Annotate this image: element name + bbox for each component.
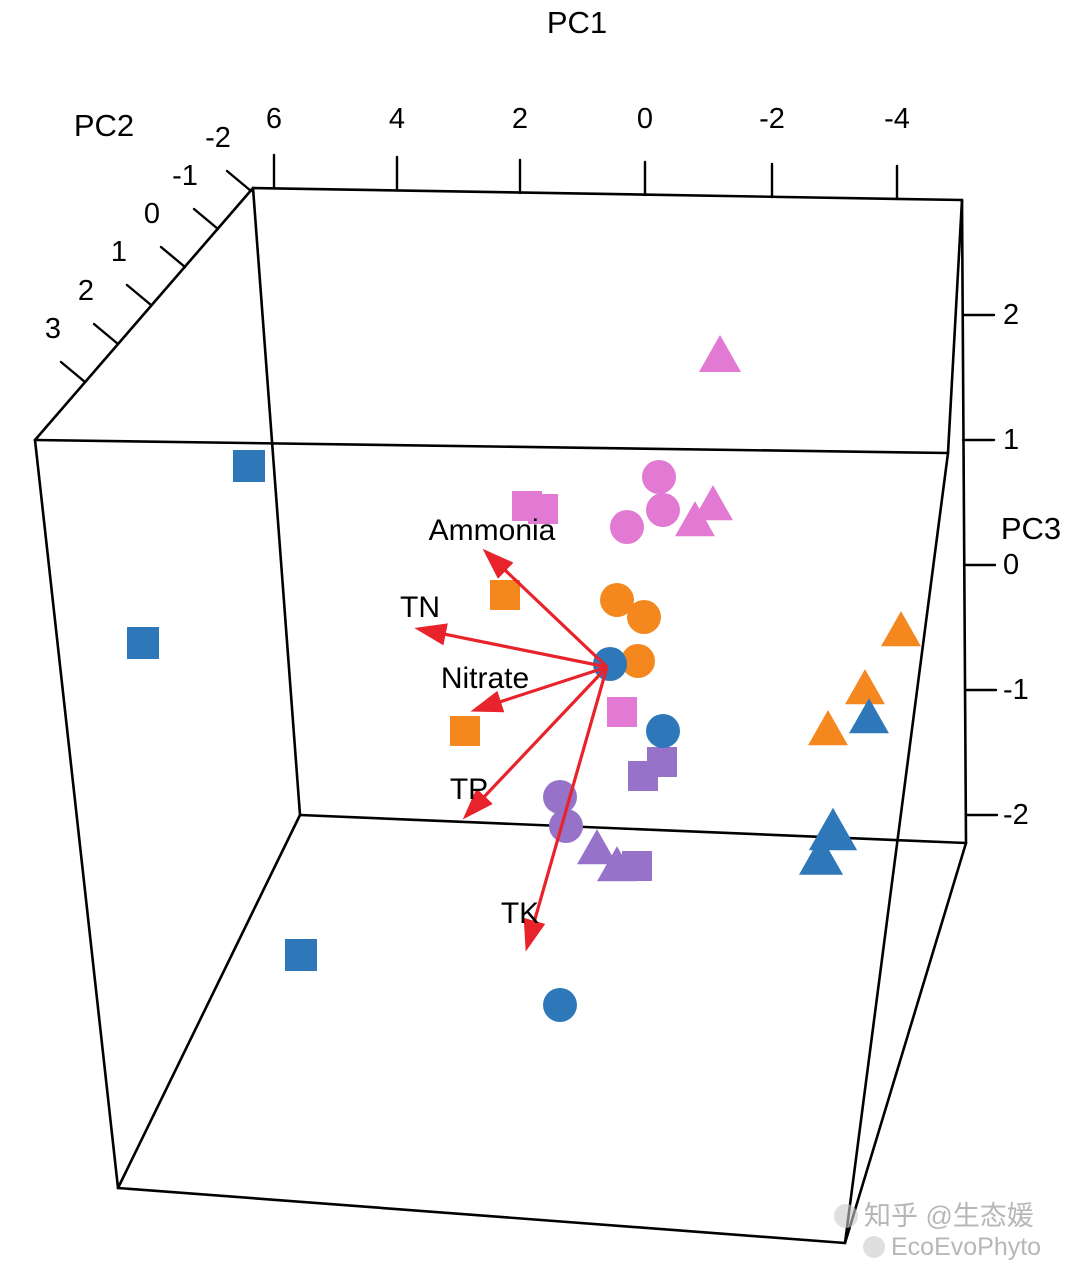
point-orange-circle: [600, 583, 634, 617]
point-orange-triangle: [808, 710, 848, 746]
pc1-tick-label: 2: [512, 103, 528, 135]
loading-arrow-label: Ammonia: [429, 514, 556, 547]
pc1-axis-title: PC1: [547, 5, 607, 40]
point-purple-triangle: [577, 829, 617, 865]
point-pink-circle: [610, 510, 644, 544]
watermark-line1: 知乎 @生态媛: [864, 1201, 1034, 1231]
point-pink-circle: [646, 493, 680, 527]
pc2-tick-label: -2: [205, 122, 231, 154]
box-edge: [960, 198, 968, 845]
point-pink-square: [528, 494, 558, 524]
point-blue-square: [127, 627, 159, 659]
pc1-tick-label: -4: [884, 103, 910, 135]
loading-arrow-tk: [523, 666, 609, 952]
loading-arrow-label: TK: [501, 897, 539, 930]
pc2-axis-title: PC2: [74, 108, 134, 143]
ecoevophyto-icon: [863, 1236, 885, 1258]
point-purple-triangle: [597, 846, 637, 882]
watermark: 知乎 @生态媛 EcoEvoPhyto: [834, 1201, 1041, 1261]
pc1-tick-label: 6: [266, 103, 282, 135]
box-edge: [843, 451, 950, 1245]
point-pink-triangle: [699, 335, 741, 372]
pc1-tick-label: -2: [759, 103, 785, 135]
pc3-tick-label: 1: [1003, 424, 1019, 456]
point-blue-circle: [646, 714, 680, 748]
box-edge: [843, 841, 968, 1245]
box-edge: [33, 438, 950, 455]
box-edge: [33, 438, 120, 1190]
box-edge: [298, 813, 968, 845]
point-orange-triangle: [845, 669, 885, 705]
pc2-tick-mark: [192, 207, 220, 231]
loading-arrow-ammonia: [482, 548, 609, 669]
pc2-tick-mark: [159, 245, 187, 269]
point-orange-circle: [627, 600, 661, 634]
watermark-line2: EcoEvoPhyto: [891, 1233, 1041, 1261]
point-pink-triangle: [675, 501, 715, 537]
point-orange-square: [490, 580, 520, 610]
zhihu-icon: [834, 1204, 858, 1228]
pc3-tick-label: -1: [1003, 674, 1029, 706]
pc3-axis: 2 1 0 -1 -2: [961, 299, 1029, 831]
data-points: [127, 335, 921, 1022]
point-orange-triangle: [881, 611, 921, 647]
point-pink-circle: [642, 460, 676, 494]
box-edge: [33, 186, 255, 442]
loading-arrow-label: TP: [450, 773, 488, 806]
pc1-tick-label: 0: [637, 103, 653, 135]
point-orange-circle: [621, 644, 655, 678]
point-orange-square: [450, 716, 480, 746]
pc2-tick-label: 0: [144, 198, 160, 230]
point-blue-square: [285, 939, 317, 971]
loading-arrow-tn: [414, 623, 608, 669]
point-pink-triangle: [693, 485, 733, 521]
pc2-tick-mark: [225, 169, 253, 193]
box-edge: [251, 186, 302, 817]
point-pink-square: [607, 697, 637, 727]
box-edge: [251, 186, 964, 202]
point-purple-square: [628, 761, 658, 791]
pc2-tick-label: -1: [172, 160, 198, 192]
pc1-axis: 6 4 2 0 -2 -4: [266, 103, 910, 201]
loading-arrow-label: TN: [400, 591, 440, 624]
loading-arrow-tp: [462, 665, 609, 820]
pc2-tick-label: 3: [45, 313, 61, 345]
box-edge: [946, 198, 964, 455]
point-blue-square: [233, 450, 265, 482]
pc3-tick-label: 0: [1003, 549, 1019, 581]
loading-arrow-nitrate: [470, 665, 608, 713]
point-blue-triangle: [808, 807, 858, 851]
pc2-tick-mark: [92, 322, 120, 346]
pc2-tick-label: 1: [111, 236, 127, 268]
pc3-tick-label: -2: [1003, 799, 1029, 831]
pc1-tick-label: 4: [389, 103, 405, 135]
point-blue-circle: [543, 988, 577, 1022]
point-blue-triangle: [849, 698, 889, 734]
box-edge: [116, 813, 302, 1190]
point-blue-triangle: [798, 835, 844, 875]
pc3-axis-title: PC3: [1001, 511, 1061, 546]
pc2-tick-mark: [125, 283, 153, 307]
box-edge: [116, 1186, 847, 1245]
plot-box: [33, 186, 968, 1245]
pc2-tick-label: 2: [78, 275, 94, 307]
pc2-tick-mark: [59, 360, 87, 384]
loading-arrow-label: Nitrate: [441, 662, 529, 695]
pc3-tick-label: 2: [1003, 299, 1019, 331]
